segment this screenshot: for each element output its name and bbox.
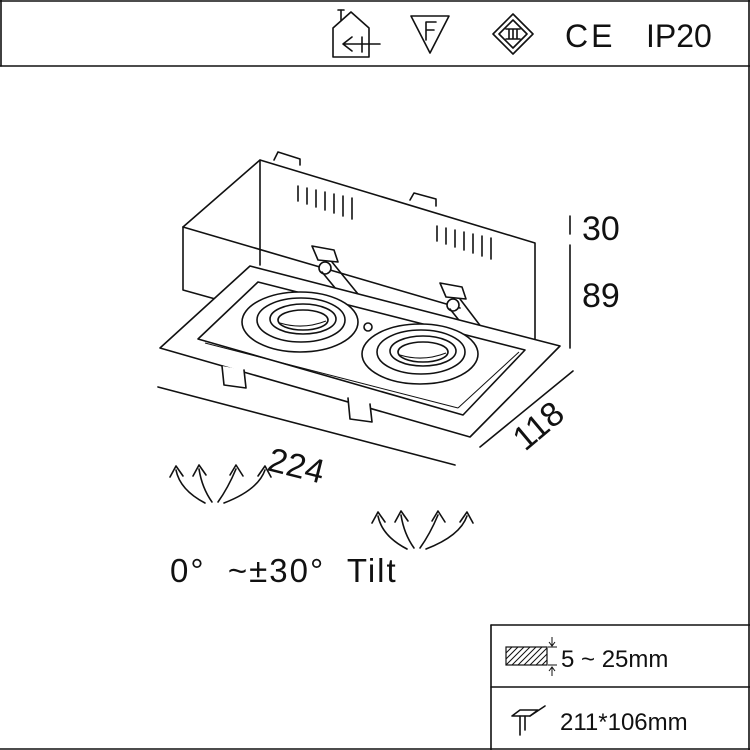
- cutout-value: 211*106mm: [560, 709, 688, 736]
- class-iii-diamond-icon: [492, 13, 534, 55]
- ceiling-thickness-value: 5 ~ 25mm: [561, 646, 668, 673]
- lamp-right: [361, 323, 479, 385]
- vent-slots-left: [297, 185, 353, 220]
- spring-clip-left: [311, 245, 359, 301]
- ceiling-thickness-icon: [505, 637, 557, 676]
- tilt-range-label: 0° ~±30° Tilt: [170, 552, 398, 589]
- depth-label: 118: [506, 394, 572, 458]
- vent-slots-right: [436, 225, 492, 260]
- spec-table: [490, 624, 750, 750]
- tilt-arrows-right-icon: [371, 510, 474, 550]
- cutout-icon: [511, 705, 546, 736]
- height-top-label: 30: [582, 210, 620, 248]
- surface-mount-house-icon: [332, 9, 381, 58]
- f-mark-triangle-icon: [410, 15, 450, 54]
- tilt-arrows-left-icon: [169, 464, 272, 504]
- lamp-left: [241, 291, 359, 353]
- ce-mark: CE: [565, 18, 615, 54]
- width-label: 224: [264, 441, 328, 492]
- height-body-label: 89: [582, 277, 620, 315]
- downlight-illustration: [159, 151, 561, 438]
- ip-rating: IP20: [646, 18, 712, 54]
- dimension-lines: [157, 215, 574, 466]
